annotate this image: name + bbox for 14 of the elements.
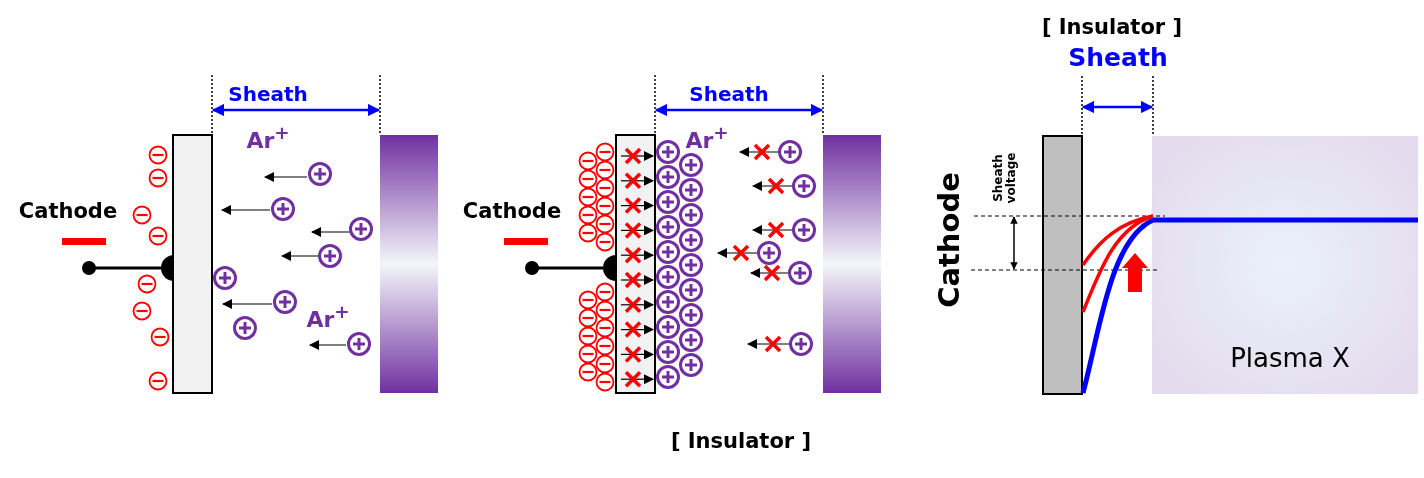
label: Cathode — [462, 200, 562, 224]
label: Ar$^{+}$ — [306, 302, 350, 332]
label: Ar$^{+}$ — [685, 123, 729, 153]
label: Sheath — [689, 83, 769, 105]
plasma-label: Plasma X — [1230, 343, 1350, 373]
label: [ Insulator ] — [670, 430, 812, 454]
label: Ar$^{+}$ — [246, 123, 290, 153]
label: Sheath — [228, 83, 308, 105]
label: Cathode — [18, 200, 118, 224]
label: [ Insulator ] — [1041, 16, 1183, 40]
label: Sheath voltage — [991, 151, 1019, 206]
label: Sheath — [1068, 44, 1168, 72]
label: Cathode — [934, 172, 966, 308]
plasma-region — [1152, 136, 1418, 394]
